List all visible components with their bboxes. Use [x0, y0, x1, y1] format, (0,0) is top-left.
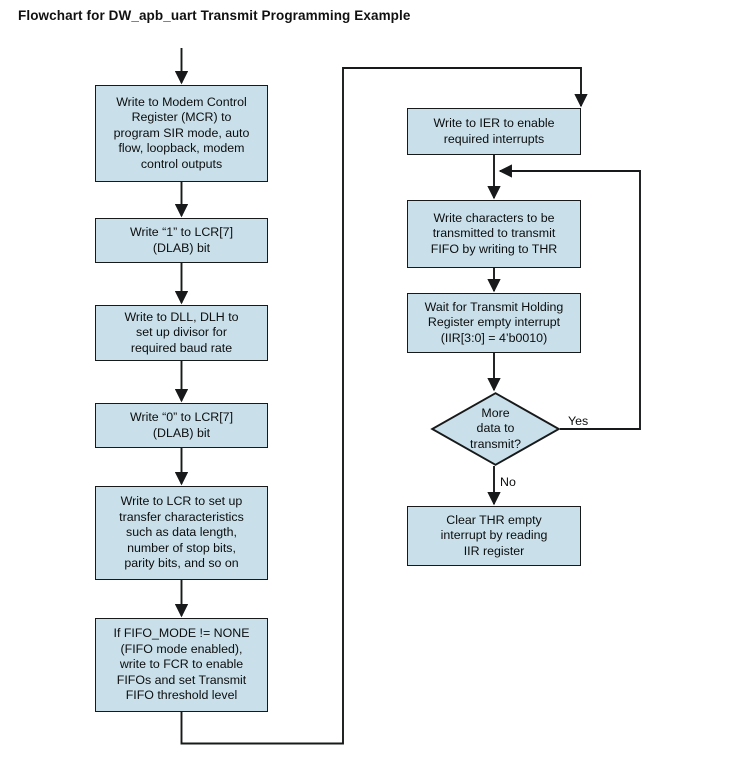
node-write-divisor[interactable]: Write to DLL, DLH to set up divisor for … — [95, 305, 268, 361]
node-write-lcr[interactable]: Write to LCR to set up transfer characte… — [95, 486, 268, 580]
node-fifo-mode[interactable]: If FIFO_MODE != NONE (FIFO mode enabled)… — [95, 618, 268, 712]
edge-label-yes: Yes — [568, 414, 589, 428]
node-write-mcr[interactable]: Write to Modem Control Register (MCR) to… — [95, 85, 268, 182]
page-title: Flowchart for DW_apb_uart Transmit Progr… — [18, 8, 411, 23]
node-set-dlab[interactable]: Write “1” to LCR[7] (DLAB) bit — [95, 218, 268, 263]
node-more-data-decision[interactable]: More data to transmit? — [430, 392, 561, 466]
node-clear-thr[interactable]: Clear THR empty interrupt by reading IIR… — [407, 506, 581, 566]
edge-label-no: No — [500, 475, 516, 489]
node-write-ier[interactable]: Write to IER to enable required interrup… — [407, 108, 581, 155]
node-clear-dlab[interactable]: Write “0” to LCR[7] (DLAB) bit — [95, 403, 268, 448]
node-wait-thre[interactable]: Wait for Transmit Holding Register empty… — [407, 293, 581, 353]
node-write-thr[interactable]: Write characters to be transmitted to tr… — [407, 200, 581, 268]
